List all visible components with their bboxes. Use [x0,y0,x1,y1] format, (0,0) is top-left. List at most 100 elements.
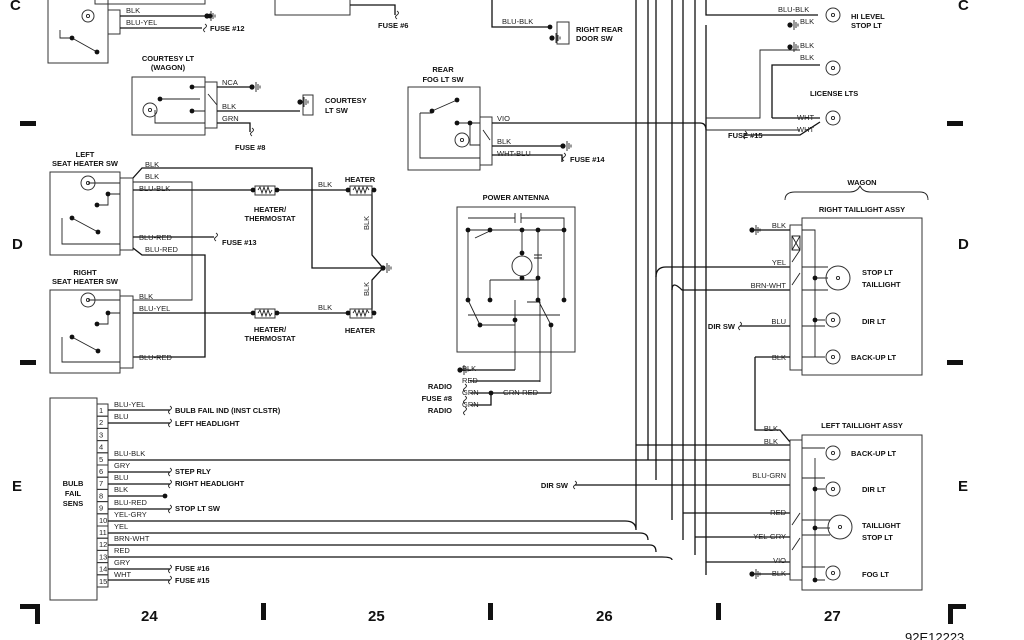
lamp-bulb-icon [80,175,96,191]
junction-dot [94,321,100,327]
pin-number: 2 [99,418,103,427]
lamp-bulb-icon [825,445,841,461]
component-title: RIGHT [73,268,97,277]
wire-label: BLK [800,17,814,26]
pin-number: 7 [99,479,103,488]
wire-label: BLK [318,180,332,189]
junction-dot [477,322,483,328]
junction-dot [812,525,818,531]
wire-label: WHT [797,125,814,134]
wire-label: BLK [772,353,786,362]
destination-label: RADIO [428,406,452,415]
junction-dot [487,227,493,233]
connector-icon [743,130,747,140]
wire-label: BLU [114,473,129,482]
component-title: DOOR SW [576,34,614,43]
wire-label: BRN-WHT [114,534,150,543]
ground-icon [457,365,469,375]
lamp-bulb-icon [81,9,95,23]
junction-dot [812,486,818,492]
component-title: SEAT HEATER SW [52,277,119,286]
wire-label: BLU-BLK [778,5,809,14]
connector-icon [168,479,172,489]
connector-icon [250,127,254,137]
junction-dot [548,322,554,328]
wire-label: BLU-RED [145,245,179,254]
component-title: HEATER [345,326,376,335]
fuse-label: FUSE #16 [175,564,210,573]
connector-icon [463,383,467,393]
junction-dot [345,187,351,193]
junction-dot [812,275,818,281]
junction-dot [250,187,256,193]
pin-number: 3 [99,430,103,439]
component-title: COURTESY [325,96,367,105]
pin-number: 11 [99,528,107,537]
wire-label: BLU-BLK [139,184,170,193]
lamp-bulb-icon [825,481,841,497]
lamp-label: STOP LT [862,268,893,277]
destination-label: DIR SW [541,481,569,490]
lamp-label: BACK-UP LT [851,449,897,458]
pin-number: 15 [99,577,107,586]
ground-icon [749,569,761,579]
junction-dot [465,297,471,303]
junction-dot [371,187,377,193]
fuse-label: FUSE #8 [235,143,265,152]
ground-icon [560,141,572,151]
ground-icon [297,97,309,107]
lamp-bulb-icon [825,349,841,365]
junction-dot [157,96,163,102]
wire-label: BLK [772,569,786,578]
ground-symbols [204,11,799,579]
wire-label: GRN-RED [503,388,539,397]
fuse-label: FUSE #15 [728,131,763,140]
pin-number: 8 [99,491,103,500]
fuse-connectors [168,10,747,585]
wire-label: BLU [771,317,786,326]
component-title: FAIL [65,489,82,498]
junction-dot [95,229,101,235]
wire-label: BLU-GRN [752,471,786,480]
wire-label: BLU-RED [139,233,173,242]
fuse-label: FUSE #12 [210,24,245,33]
component-title: (WAGON) [151,63,186,72]
ground-icon [787,20,799,30]
component-title: RIGHT TAILLIGHT ASSY [819,205,905,214]
wire-label: YEL-GRY [114,510,147,519]
row-label-e-right: E [958,478,968,495]
connector-icon [168,467,172,477]
component-title: THERMOSTAT [245,334,296,343]
junction-dot [465,227,471,233]
junction-dot [535,297,541,303]
connector-icon [203,23,207,33]
junction-dot [429,108,435,114]
pin-number: 13 [99,552,107,561]
wire-label: BLK [139,292,153,301]
wire-label: BLU-RED [114,498,148,507]
wire-label: RED [770,508,786,517]
wire-label: GRY [114,461,130,470]
lamp-bulb-icon [827,514,853,540]
row-label-d: D [12,236,23,253]
destination-label: DIR SW [708,322,736,331]
destination-label: RIGHT HEADLIGHT [175,479,245,488]
junction-dot [94,49,100,55]
col-label-26: 26 [596,608,613,625]
junction-dot [189,84,195,90]
junction-dot [561,297,567,303]
component-title: THERMOSTAT [245,214,296,223]
junction-dot [454,97,460,103]
wire-label: BLU-RED [139,353,173,362]
col-label-27: 27 [824,608,841,625]
wire-label: BLK [764,437,778,446]
junction-dot [345,310,351,316]
fuse-label: FUSE #8 [422,394,452,403]
junction-dot [535,227,541,233]
junction-dot [519,250,525,256]
lamp-bulb-icon [825,265,851,291]
junction-dot [519,275,525,281]
lamp-bulb-icon [825,565,841,581]
wire-label: BLK [462,364,476,373]
wire-label: NCA [222,78,238,87]
